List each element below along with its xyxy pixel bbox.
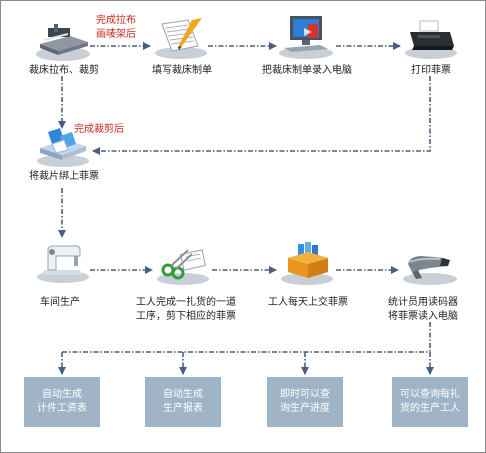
arrow-step4-to-step5 — [92, 76, 431, 155]
output-4-line1: 可以查询每扎 — [400, 389, 460, 400]
output-box-bundle-workers: 可以查询每扎货的生产工人 — [392, 377, 468, 427]
note-after-spreading-line2: 画唛架后 — [96, 29, 136, 40]
barcode-scanner-icon — [403, 256, 457, 285]
step-label-scanner-1: 统计员用读码器 — [388, 297, 458, 308]
bundle-tickets-icon — [37, 128, 89, 167]
step-label-bind-tickets: 将裁片绑上菲票 — [29, 171, 99, 182]
output-1-line2: 计件工资表 — [37, 403, 87, 414]
step-label-scanner-2: 将菲票读入电脑 — [388, 311, 458, 322]
scissors-icon — [157, 249, 209, 285]
printer-icon — [405, 20, 457, 59]
form-writing-icon — [155, 18, 207, 59]
output-box-piecework-wage: 自动生成计件工资表 — [24, 377, 100, 427]
computer-entry-icon — [279, 16, 333, 59]
step-label-enter-computer: 把裁床制单录入电脑 — [262, 65, 352, 76]
output-box-production-report: 自动生成生产报表 — [145, 377, 221, 427]
step-label-submit-tickets: 工人每天上交菲票 — [268, 297, 348, 308]
output-4-line2: 货的生产工人 — [400, 403, 460, 414]
step-label-fill-form: 填写裁床制单 — [152, 65, 212, 76]
sewing-machine-icon — [37, 245, 89, 283]
step-label-worker-complete-2: 工序，剪下相应的菲票 — [136, 311, 236, 322]
output-3-line1: 即时可以查 — [280, 389, 330, 400]
step-label-worker-complete-1: 工人完成一扎货的一道 — [136, 297, 236, 308]
output-2-line2: 生产报表 — [163, 403, 203, 414]
cutting-machine-icon — [36, 24, 90, 61]
output-3-line2: 询生产进度 — [280, 403, 330, 414]
note-after-cutting: 完成裁剪后 — [74, 124, 124, 135]
step-label-print-tickets: 打印菲票 — [411, 65, 451, 76]
output-2-line1: 自动生成 — [163, 389, 203, 400]
ticket-box-icon — [281, 242, 333, 285]
output-box-production-progress: 即时可以查询生产进度 — [267, 377, 343, 427]
note-after-spreading-line1: 完成拉布 — [96, 15, 136, 26]
step-label-cutting: 裁床拉布、裁剪 — [29, 65, 99, 76]
output-1-line1: 自动生成 — [42, 389, 82, 400]
step-label-workshop: 车间生产 — [40, 297, 80, 308]
